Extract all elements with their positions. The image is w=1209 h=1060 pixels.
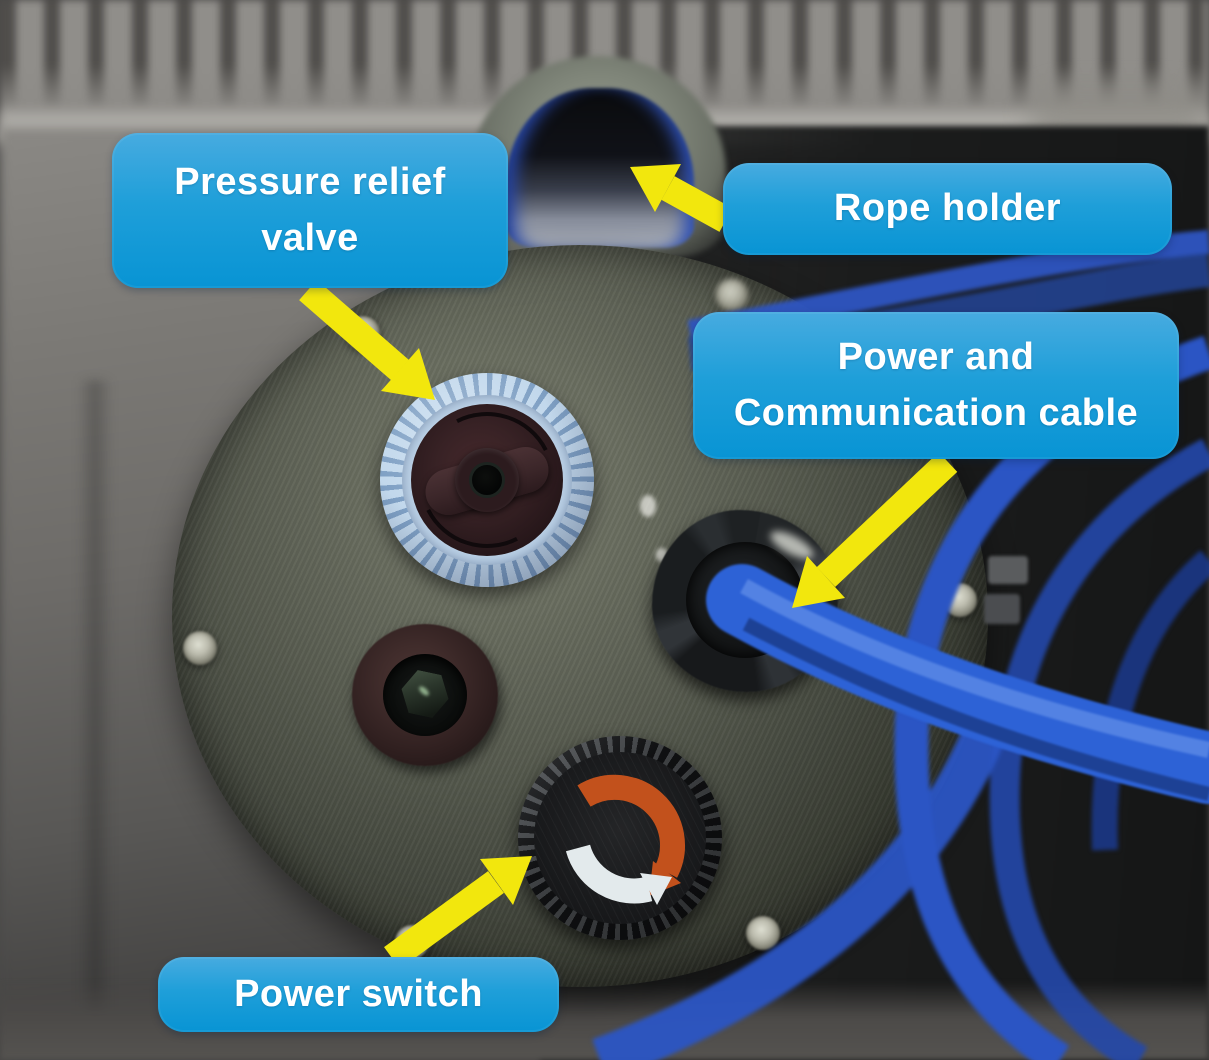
cable-gland bbox=[652, 510, 838, 692]
blank-connector bbox=[352, 624, 498, 766]
edge-bracket bbox=[984, 594, 1020, 624]
screw bbox=[943, 583, 977, 617]
edge-bracket bbox=[988, 556, 1028, 584]
gland-collar bbox=[686, 542, 804, 658]
callout-line: Pressure relief bbox=[174, 161, 446, 204]
valve-center-hole bbox=[469, 462, 505, 498]
screw bbox=[395, 925, 429, 959]
residue-speck bbox=[640, 495, 656, 517]
callout-line: Power and bbox=[837, 336, 1035, 379]
callout-line: Communication cable bbox=[733, 391, 1139, 434]
callout-rope-holder: Rope holder bbox=[723, 163, 1172, 255]
callout-power-switch: Power switch bbox=[158, 957, 559, 1032]
switch-rotation-arrows bbox=[565, 774, 685, 905]
callout-line: Power switch bbox=[234, 972, 483, 1015]
pressure-relief-valve bbox=[380, 373, 594, 587]
callout-line: Rope holder bbox=[833, 187, 1062, 230]
power-switch bbox=[518, 736, 722, 940]
callout-line: valve bbox=[261, 216, 359, 259]
callout-pressure-relief-valve: Pressure relief valve bbox=[112, 133, 508, 288]
screw bbox=[715, 278, 749, 312]
screw bbox=[183, 631, 217, 665]
case-left-seam bbox=[78, 380, 112, 1020]
screw bbox=[346, 316, 380, 350]
screw bbox=[746, 916, 780, 950]
callout-power-communication-cable: Power and Communication cable bbox=[693, 312, 1179, 459]
counterclockwise-arrow-white bbox=[565, 844, 672, 905]
